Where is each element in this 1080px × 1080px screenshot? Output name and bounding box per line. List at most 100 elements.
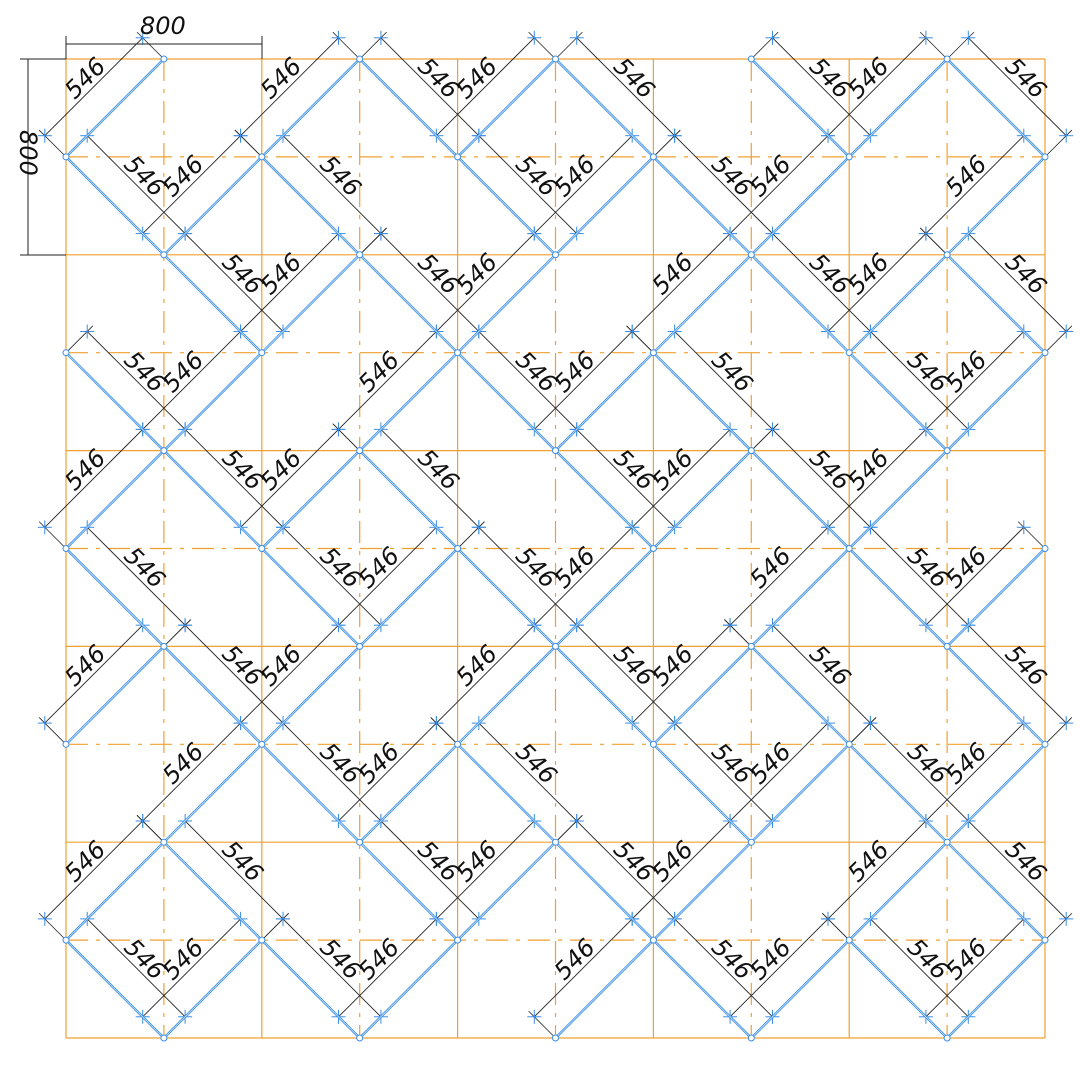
dimension-label: 546 (842, 835, 894, 887)
shelf-segment-highlight (359, 450, 458, 549)
dimension-line (240, 624, 339, 724)
joint-node (160, 838, 168, 846)
joint-node (943, 447, 951, 455)
shelf-segment-highlight (751, 939, 850, 1039)
dimension-line (380, 233, 480, 332)
shelf-segment-highlight (848, 744, 948, 843)
dimension-line (478, 526, 578, 626)
shelf-segment-highlight (555, 841, 654, 941)
shelf-segment-highlight (457, 352, 556, 451)
shelf-segment-highlight (751, 450, 850, 549)
dimension-line (478, 135, 578, 234)
shelf-segment-highlight (946, 841, 1046, 941)
joint-node (845, 740, 853, 748)
extension-line (751, 423, 779, 451)
dimension-line (772, 429, 871, 528)
joint-node (943, 1034, 951, 1042)
dimension-label: 546 (314, 737, 366, 789)
joint-node (552, 838, 559, 846)
dimension-line (380, 429, 480, 528)
extension-line (1044, 717, 1073, 745)
shelf-segment-highlight (751, 254, 850, 353)
dimension-line (827, 37, 927, 137)
dimension-line (925, 526, 1025, 626)
joint-node (649, 153, 657, 161)
shelf-segment-highlight (65, 841, 165, 941)
dimension-line (729, 722, 829, 822)
shelf-segment-highlight (457, 646, 556, 745)
extension-line (261, 912, 289, 941)
shelf-segment-highlight (163, 254, 263, 353)
joint-node (747, 838, 755, 846)
dimension-label: 546 (706, 346, 758, 398)
shelf-segment-highlight (848, 548, 948, 647)
dimension-line (870, 918, 969, 1018)
dimension-line (436, 37, 535, 137)
extension-line (822, 912, 850, 941)
dimension-label: 546 (549, 542, 601, 594)
dimension-line (338, 526, 437, 626)
dimension-label: 546 (549, 150, 601, 202)
dimension-label: 546 (451, 52, 503, 104)
joint-node (1041, 349, 1049, 357)
dimension-label: 546 (549, 933, 601, 985)
shelf-segment-highlight (457, 841, 556, 941)
joint-node (552, 447, 559, 455)
dimension-line (338, 331, 437, 430)
shelf-segment-highlight (555, 548, 654, 647)
joint-node (943, 55, 951, 63)
shelf-segment-highlight (65, 156, 165, 256)
dimension-label: 546 (59, 835, 111, 887)
dimension-line (533, 331, 633, 430)
dimension-line (86, 918, 186, 1018)
extension-line (163, 619, 192, 647)
dimension-line (184, 233, 284, 332)
joint-node (943, 642, 951, 650)
dimension-line (772, 624, 871, 724)
extension-line (848, 717, 877, 745)
extension-line (919, 227, 948, 256)
height-dimension-label: 800 (14, 130, 42, 176)
dimension-line (436, 624, 535, 724)
extension-line (555, 31, 583, 60)
extension-line (234, 129, 263, 158)
extension-line (919, 31, 948, 60)
dimension-label: 546 (451, 835, 503, 887)
dimension-line (184, 624, 284, 724)
dimension-label: 546 (744, 933, 796, 985)
shelf-segment-highlight (653, 939, 752, 1039)
dimension-line (533, 918, 633, 1018)
shelf-segment-highlight (946, 939, 1046, 1039)
dimension-label: 546 (412, 444, 464, 496)
joint-node (552, 251, 559, 259)
dimension-label: 546 (842, 248, 894, 300)
dimension-line (631, 624, 731, 724)
shelf-segment-highlight (848, 841, 948, 941)
joint-node (356, 642, 364, 650)
joint-node (454, 740, 462, 748)
shelf-segment-highlight (261, 254, 360, 353)
extension-line (653, 129, 681, 158)
dimension-label: 546 (744, 542, 796, 594)
shelf-segment-highlight (65, 646, 165, 745)
shelf-segment-highlight (163, 450, 263, 549)
shelf-segment-highlight (163, 939, 263, 1039)
dimension-line (827, 820, 927, 920)
extension-line (332, 31, 360, 60)
joint-node (160, 642, 168, 650)
dimension-line (576, 37, 675, 137)
shelf-segment-highlight (65, 548, 165, 647)
joint-node (649, 545, 657, 552)
dimension-line (240, 37, 339, 137)
extension-line (457, 521, 485, 549)
dimension-line (380, 37, 480, 137)
extension-line (724, 619, 752, 647)
joint-node (649, 740, 657, 748)
dimension-line (870, 526, 969, 626)
joint-node (62, 349, 70, 357)
shelf-segment-highlight (653, 352, 752, 451)
dimension-label: 546 (706, 150, 758, 202)
joint-node (454, 153, 462, 161)
shelf-segment-highlight (359, 58, 458, 158)
